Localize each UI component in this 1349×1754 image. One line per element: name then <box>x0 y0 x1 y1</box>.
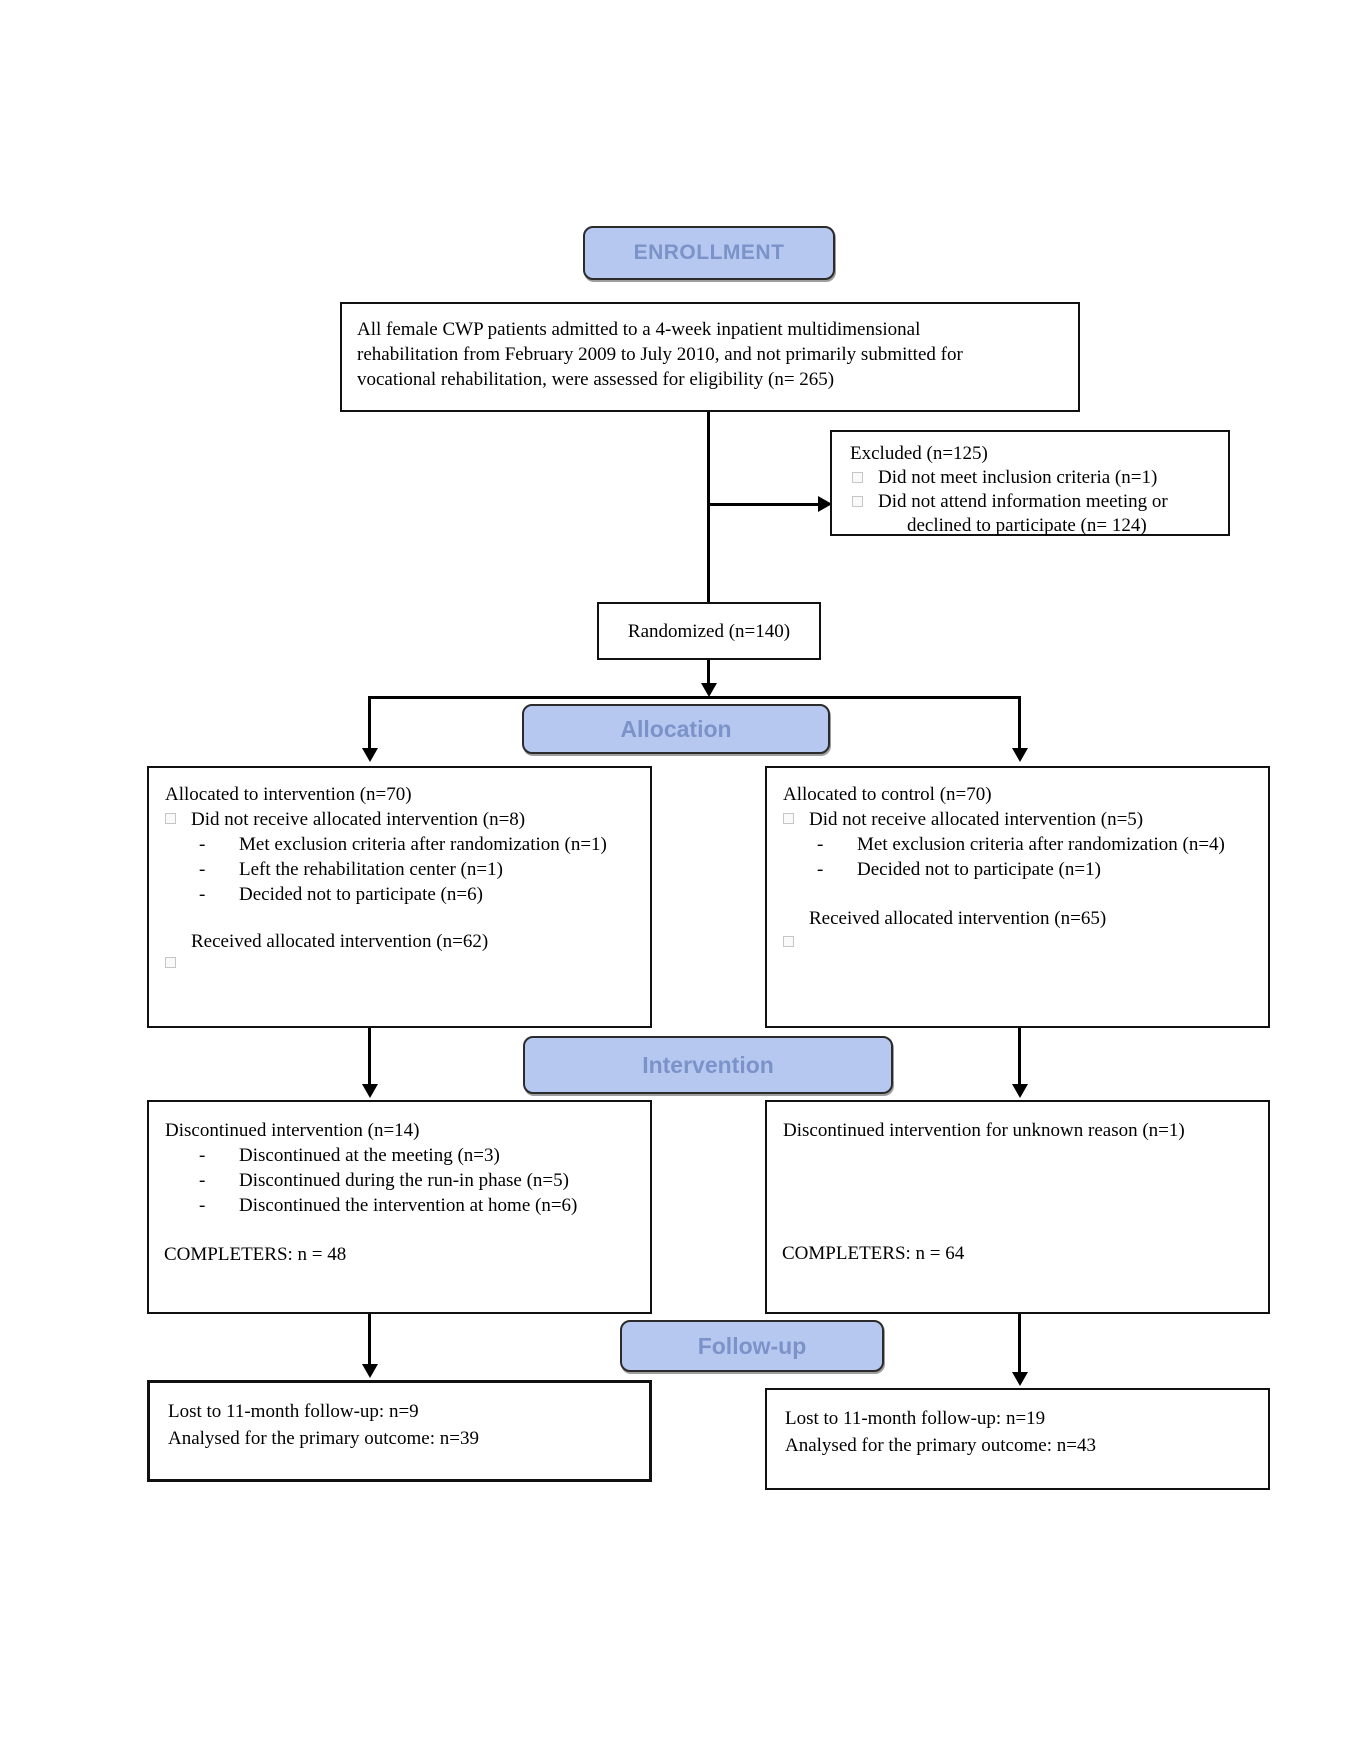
reason-text: Decided not to participate (n=6) <box>239 884 483 905</box>
connector-line <box>1018 696 1021 748</box>
excluded-item: Did not meet inclusion criteria (n=1) <box>832 466 1228 490</box>
discontinued-title: Discontinued intervention (n=14) <box>165 1120 420 1141</box>
analysed-text: Analysed for the primary outcome: n=39 <box>168 1428 479 1449</box>
completers-text: COMPLETERS: n = 64 <box>782 1243 965 1264</box>
randomized-box: Randomized (n=140) <box>597 602 821 660</box>
arrowhead-down-icon <box>701 683 717 697</box>
reason-text: Discontinued at the meeting (n=3) <box>239 1145 500 1166</box>
completers-text: COMPLETERS: n = 48 <box>164 1244 347 1265</box>
checkbox-bullet-icon <box>852 496 863 507</box>
connector-line <box>368 696 371 748</box>
reason-item: - Decided not to participate (n=6) <box>149 882 640 907</box>
not-received-text: Did not receive allocated intervention (… <box>809 809 1144 830</box>
received-text: Received allocated intervention (n=65) <box>809 908 1107 929</box>
allocated-control-title: Allocated to control (n=70) <box>783 784 992 805</box>
discontinued-intervention-box: Discontinued intervention (n=14) - Disco… <box>147 1100 652 1314</box>
not-received-item: Did not receive allocated intervention (… <box>149 807 640 832</box>
reason-item: - Met exclusion criteria after randomiza… <box>767 832 1258 857</box>
arrowhead-down-icon <box>1012 1084 1028 1098</box>
connector-line <box>1018 1028 1021 1084</box>
not-received-item: Did not receive allocated intervention (… <box>767 807 1258 832</box>
connector-line <box>707 660 710 684</box>
lost-to-followup-text: Lost to 11-month follow-up: n=19 <box>785 1408 1046 1429</box>
randomized-text: Randomized (n=140) <box>627 620 791 642</box>
dash-bullet: - <box>817 834 824 855</box>
received-item: Received allocated intervention (n=62) <box>149 929 640 968</box>
follow-up-banner-label: Follow-up <box>697 1332 807 1359</box>
checkbox-bullet-icon <box>165 813 176 824</box>
arrowhead-down-icon <box>362 1364 378 1378</box>
excluded-item: Did not attend information meeting or de… <box>832 490 1228 538</box>
reason-item: - Decided not to participate (n=1) <box>767 857 1258 882</box>
lost-to-followup-text: Lost to 11-month follow-up: n=9 <box>168 1401 419 1422</box>
allocation-banner-label: Allocation <box>620 715 732 742</box>
arrowhead-down-icon <box>362 748 378 762</box>
connector-line <box>1018 1314 1021 1372</box>
connector-line <box>709 503 818 506</box>
arrowhead-down-icon <box>1012 1372 1028 1386</box>
dash-bullet: - <box>199 1170 206 1191</box>
eligibility-text: All female CWP patients admitted to a 4-… <box>357 319 963 390</box>
connector-line <box>368 1314 371 1364</box>
arrowhead-down-icon <box>362 1084 378 1098</box>
reason-item: - Discontinued during the run-in phase (… <box>149 1168 650 1193</box>
excluded-title: Excluded (n=125) <box>850 443 988 464</box>
not-received-text: Did not receive allocated intervention (… <box>191 809 526 830</box>
reason-text: Met exclusion criteria after randomizati… <box>239 834 607 855</box>
allocated-intervention-title: Allocated to intervention (n=70) <box>165 784 412 805</box>
received-text: Received allocated intervention (n=62) <box>191 931 489 952</box>
excluded-item-text: Did not attend information meeting or de… <box>878 491 1168 536</box>
allocated-intervention-box: Allocated to intervention (n=70) Did not… <box>147 766 652 1028</box>
excluded-item-text: Did not meet inclusion criteria (n=1) <box>878 467 1158 488</box>
followup-left-box: Lost to 11-month follow-up: n=9 Analysed… <box>147 1380 652 1482</box>
reason-item: - Met exclusion criteria after randomiza… <box>149 832 640 857</box>
checkbox-bullet-icon <box>165 957 176 968</box>
dash-bullet: - <box>199 884 206 905</box>
reason-text: Met exclusion criteria after randomizati… <box>857 834 1225 855</box>
discontinued-title: Discontinued intervention for unknown re… <box>783 1120 1185 1141</box>
enrollment-banner: ENROLLMENT <box>583 226 835 280</box>
dash-bullet: - <box>199 859 206 880</box>
allocated-control-box: Allocated to control (n=70) Did not rece… <box>765 766 1270 1028</box>
connector-line <box>368 696 1021 699</box>
discontinued-unknown-box: Discontinued intervention for unknown re… <box>765 1100 1270 1314</box>
allocation-banner: Allocation <box>522 704 830 754</box>
reason-item: - Left the rehabilitation center (n=1) <box>149 857 640 882</box>
enrollment-banner-label: ENROLLMENT <box>633 241 785 264</box>
reason-item: - Discontinued the intervention at home … <box>149 1193 650 1218</box>
eligibility-box: All female CWP patients admitted to a 4-… <box>340 302 1080 412</box>
reason-text: Decided not to participate (n=1) <box>857 859 1101 880</box>
connector-line <box>368 1028 371 1084</box>
arrowhead-right-icon <box>818 496 832 512</box>
intervention-banner: Intervention <box>523 1036 893 1094</box>
dash-bullet: - <box>199 1145 206 1166</box>
checkbox-bullet-icon <box>783 813 794 824</box>
dash-bullet: - <box>817 859 824 880</box>
excluded-box: Excluded (n=125) Did not meet inclusion … <box>830 430 1230 536</box>
analysed-text: Analysed for the primary outcome: n=43 <box>785 1435 1096 1456</box>
intervention-banner-label: Intervention <box>642 1051 774 1078</box>
connector-line <box>707 412 710 602</box>
reason-text: Discontinued the intervention at home (n… <box>239 1195 578 1216</box>
followup-right-box: Lost to 11-month follow-up: n=19 Analyse… <box>765 1388 1270 1490</box>
arrowhead-down-icon <box>1012 748 1028 762</box>
checkbox-bullet-icon <box>852 472 863 483</box>
follow-up-banner: Follow-up <box>620 1320 884 1372</box>
reason-item: - Discontinued at the meeting (n=3) <box>149 1143 650 1168</box>
reason-text: Discontinued during the run-in phase (n=… <box>239 1170 569 1191</box>
dash-bullet: - <box>199 1195 206 1216</box>
reason-text: Left the rehabilitation center (n=1) <box>239 859 503 880</box>
dash-bullet: - <box>199 834 206 855</box>
received-item: Received allocated intervention (n=65) <box>767 906 1258 947</box>
checkbox-bullet-icon <box>783 936 794 947</box>
